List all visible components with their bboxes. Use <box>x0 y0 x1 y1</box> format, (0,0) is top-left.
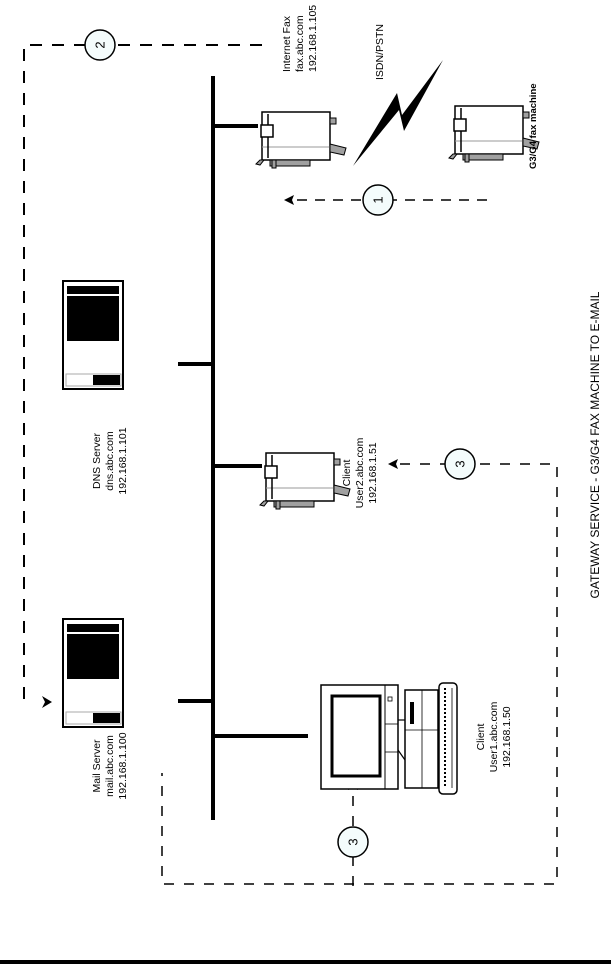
step-2-marker: 2 <box>84 29 116 61</box>
step-3-marker-client2: 3 <box>444 448 476 480</box>
step-3-label-a: 3 <box>453 460 468 467</box>
svg-text:Mail Server: Mail Server <box>91 739 103 793</box>
step-2-label: 2 <box>93 41 108 48</box>
svg-text:Client: Client <box>475 724 487 751</box>
svg-text:192.168.1.101: 192.168.1.101 <box>117 427 129 494</box>
svg-text:192.168.1.50: 192.168.1.50 <box>501 706 513 767</box>
svg-text:User2.abc.com: User2.abc.com <box>354 437 366 508</box>
step-3-label-b: 3 <box>346 838 361 845</box>
bottom-rule <box>0 960 611 964</box>
svg-text:Internet Fax: Internet Fax <box>281 15 293 72</box>
svg-text:192.168.1.105: 192.168.1.105 <box>307 5 319 72</box>
step-1-marker: 1 <box>362 184 394 216</box>
svg-text:User1.abc.com: User1.abc.com <box>488 701 500 772</box>
svg-text:192.168.1.51: 192.168.1.51 <box>367 442 379 503</box>
g3g4-fax-icon <box>448 105 540 163</box>
svg-text:192.168.1.100: 192.168.1.100 <box>117 732 129 799</box>
dns-server-label: DNS Server dns.abc.com 192.168.1.101 <box>91 427 129 494</box>
mail-server-icon <box>62 618 124 728</box>
path-3 <box>161 463 558 886</box>
svg-text:DNS Server: DNS Server <box>91 432 103 489</box>
client2-fax-icon <box>259 452 351 510</box>
mail-server-label: Mail Server mail.abc.com 192.168.1.100 <box>91 732 129 799</box>
client1-label: Client User1.abc.com 192.168.1.50 <box>475 701 513 772</box>
client2-label: Client User2.abc.com 192.168.1.51 <box>341 437 379 508</box>
isdn-pstn-label: ISDN/PSTN <box>374 24 386 80</box>
arrowhead-to-internet-fax <box>284 195 294 205</box>
svg-text:ISDN/PSTN: ISDN/PSTN <box>374 24 386 80</box>
svg-text:GATEWAY SERVICE - G3/G4 FAX MA: GATEWAY SERVICE - G3/G4 FAX MACHINE TO E… <box>588 291 602 598</box>
internet-fax-icon <box>255 111 347 169</box>
diagram-title: GATEWAY SERVICE - G3/G4 FAX MACHINE TO E… <box>588 291 602 598</box>
arrowhead-to-mail-server <box>42 696 52 708</box>
g3g4-fax-label: G3/G4 fax machine <box>528 83 539 169</box>
path-2 <box>23 44 262 703</box>
svg-text:mail.abc.com: mail.abc.com <box>104 735 116 797</box>
step-1-label: 1 <box>371 196 386 203</box>
svg-text:Client: Client <box>341 460 353 487</box>
svg-text:fax.abc.com: fax.abc.com <box>294 15 306 72</box>
desktop-computer-icon <box>320 682 458 795</box>
dns-server-icon <box>62 280 124 390</box>
lightning-bolt-icon <box>353 60 443 166</box>
step-3-marker-client1: 3 <box>337 826 369 858</box>
svg-text:G3/G4 fax machine: G3/G4 fax machine <box>528 83 539 169</box>
arrowhead-to-client2 <box>388 459 398 469</box>
internet-fax-label: Internet Fax fax.abc.com 192.168.1.105 <box>281 5 319 72</box>
svg-text:dns.abc.com: dns.abc.com <box>104 431 116 491</box>
